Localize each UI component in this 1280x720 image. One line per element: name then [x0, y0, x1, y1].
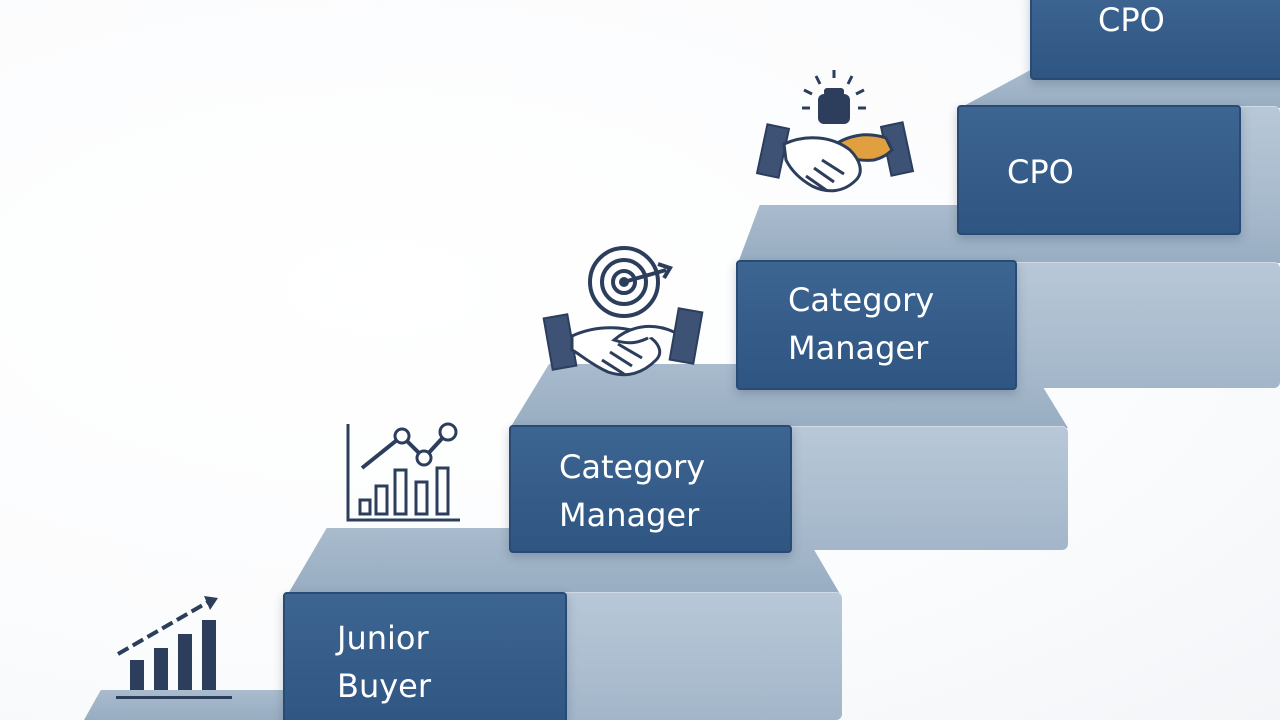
step-3-front: [788, 426, 1068, 550]
step-1-line1: Junior: [337, 619, 429, 657]
step-2-line2: Manager: [559, 496, 700, 534]
step-3-line2: Manager: [788, 329, 929, 367]
step-label-cpo-1: CPO: [957, 105, 1241, 235]
bar-chart-growth-icon: [116, 596, 232, 699]
step-1-line2: Buyer: [337, 667, 432, 705]
step-5-front: [1238, 106, 1280, 228]
target-handshake-icon: [542, 246, 704, 377]
step-label-category-manager-1: Category Manager: [509, 425, 792, 553]
step-5-line1: CPO: [1098, 1, 1165, 39]
line-bar-chart-icon: [346, 422, 460, 522]
step-label-junior-buyer: Junior Buyer: [283, 592, 567, 720]
handshake-icon: [755, 70, 915, 193]
step-label-category-manager-2: Category Manager: [736, 260, 1017, 390]
step-1-top: [84, 690, 294, 720]
step-2-line1: Category: [559, 448, 706, 486]
step-4-line1: CPO: [1007, 153, 1074, 191]
step-4-front: [1014, 262, 1280, 388]
step-3-line1: Category: [788, 281, 935, 319]
step-label-cpo-2: CPO: [1030, 0, 1280, 80]
step-2-front: [560, 592, 842, 720]
